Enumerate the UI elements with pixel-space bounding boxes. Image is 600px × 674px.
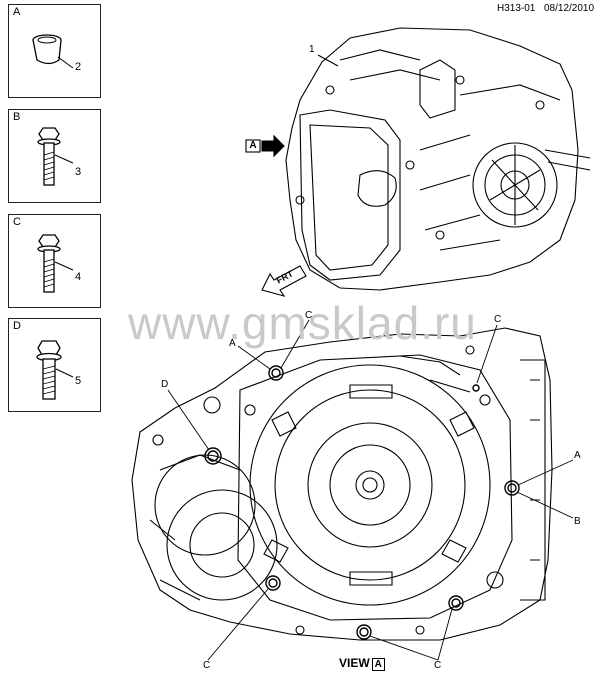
view-marker-label: A (249, 140, 257, 151)
part-number: 2 (75, 61, 82, 73)
bolt-locations (204, 365, 520, 640)
inset-d: D 5 (8, 318, 101, 412)
bolt-icon (37, 234, 74, 293)
sleeve-icon (32, 34, 74, 69)
inset-a: A 2 (8, 4, 101, 98)
callout-1: 1 (309, 44, 315, 55)
transmission-iso-view (285, 27, 591, 291)
part-number: 4 (75, 271, 82, 283)
inset-letter: A (13, 6, 21, 18)
transmission-end-view (131, 327, 553, 641)
callout-c: C (203, 660, 211, 671)
callout-c: C (434, 660, 442, 671)
inset-letter: C (13, 216, 21, 228)
front-arrow-icon (261, 265, 307, 297)
inset-letter: B (13, 111, 21, 123)
callout-c: C (305, 310, 313, 321)
callout-d: D (161, 379, 169, 390)
callout-c: C (494, 314, 502, 325)
bolt-icon (36, 340, 74, 400)
callout-a: A (574, 450, 581, 461)
drawing-code: H313-01 (497, 3, 536, 14)
inset-letter: D (13, 320, 21, 332)
watermark: www.gmsklad.ru (128, 297, 477, 349)
view-title-letter: A (371, 658, 385, 671)
callout-b: B (574, 516, 581, 527)
view-title-word: VIEW (339, 656, 370, 670)
part-number: 5 (75, 375, 82, 387)
inset-b: B 3 (8, 109, 101, 203)
view-arrow-icon (261, 134, 285, 158)
drawing-date: 08/12/2010 (544, 3, 595, 14)
callout-a: A (229, 338, 236, 349)
bolt-icon (37, 127, 74, 186)
part-number: 3 (75, 166, 82, 178)
inset-c: C 4 (8, 214, 101, 308)
